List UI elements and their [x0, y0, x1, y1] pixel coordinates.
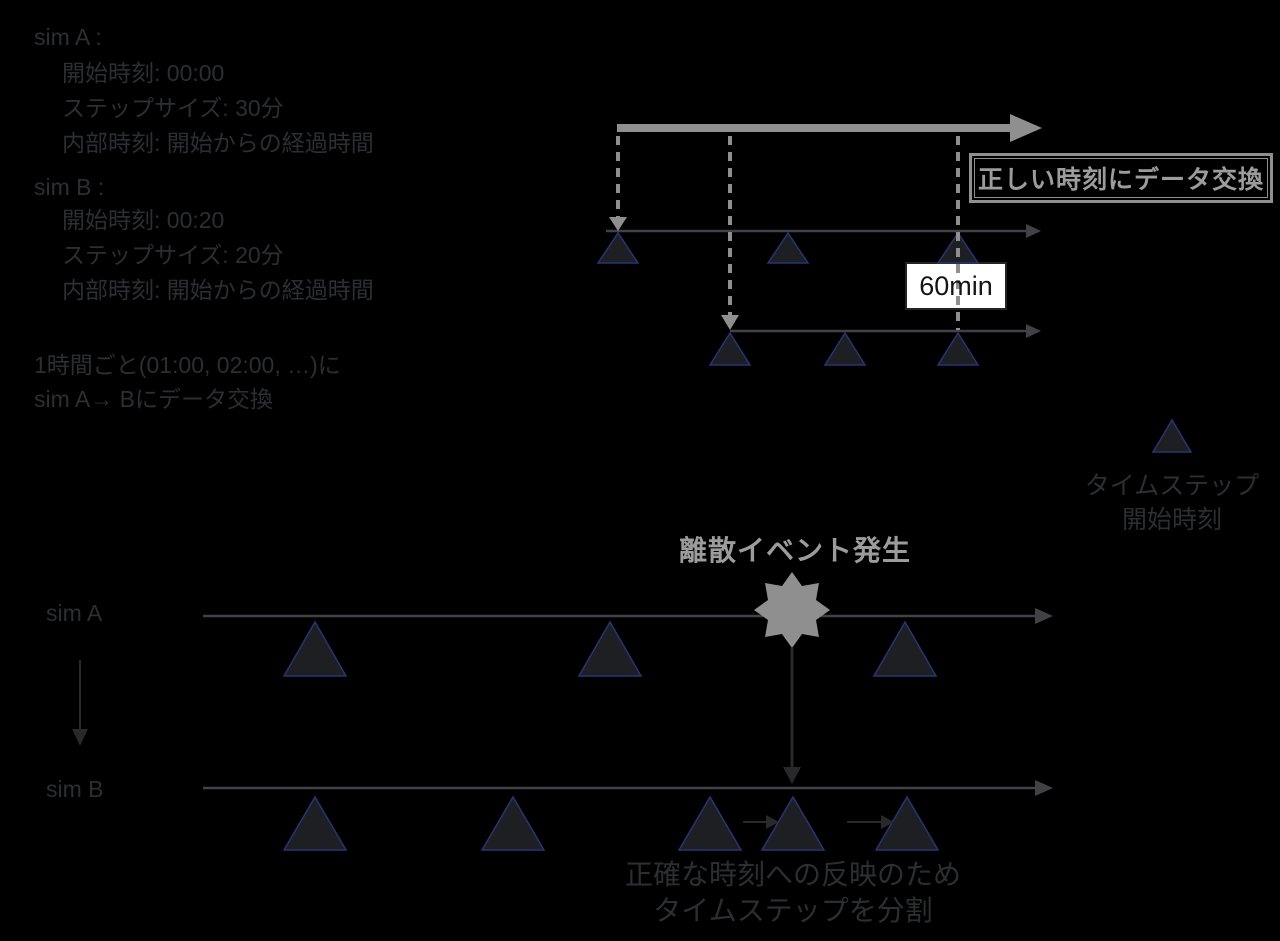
timestep-marker-icon — [874, 795, 940, 851]
timestep-marker-icon — [677, 795, 743, 851]
timestep-marker-icon — [282, 795, 348, 851]
discrete-event-burst-icon — [754, 572, 830, 648]
split-note-line2: タイムステップを分割 — [653, 895, 933, 926]
sim-b-info-line: 開始時刻: 00:20 — [62, 207, 225, 233]
sync-arrowhead-icon — [609, 217, 627, 231]
split-step-arrowhead-icon — [766, 815, 779, 829]
event-propagation-arrowhead-icon — [783, 767, 801, 784]
timestep-marker-icon — [596, 231, 640, 264]
sim-a-info-title: sim A : — [34, 24, 102, 50]
top-sim-b-timeline-arrowhead-icon — [1026, 324, 1041, 338]
bottom-sim-b-timeline-arrowhead-icon — [1035, 780, 1053, 796]
sim-a-info-line: 開始時刻: 00:00 — [62, 60, 225, 86]
sim-b-info-line: 内部時刻: 開始からの経過時間 — [62, 277, 374, 303]
interval-label: 60min — [919, 270, 993, 301]
legend-label-line2: 開始時刻 — [1121, 506, 1222, 534]
legend-label-line1: タイムステップ — [1084, 472, 1260, 500]
timestep-marker-icon — [577, 620, 643, 677]
legend-timestep-marker-icon — [1151, 418, 1193, 453]
master-time-arrowhead-icon — [1010, 114, 1042, 142]
sim-b-info-title: sim B : — [34, 174, 105, 200]
timestep-marker-icon — [872, 620, 938, 677]
sim-a-to-b-arrowhead-icon — [72, 729, 88, 746]
sim-a-info-line: ステップサイズ: 30分 — [62, 95, 284, 121]
bottom-sim-a-label: sim A — [46, 600, 103, 626]
timestep-marker-icon — [766, 231, 810, 264]
timestep-marker-icon — [936, 231, 980, 264]
timestep-marker-icon — [823, 331, 867, 366]
exchange-note-line2: sim A→ Bにデータ交換 — [34, 386, 273, 412]
sync-arrowhead-icon — [721, 315, 739, 330]
timestep-marker-icon — [708, 331, 752, 366]
bottom-sim-b-label: sim B — [46, 776, 104, 802]
timestep-marker-icon — [480, 795, 546, 851]
correct-time-exchange-callout: 正しい時刻にデータ交換 — [969, 153, 1273, 203]
discrete-event-label: 離散イベント発生 — [678, 535, 911, 566]
timestep-marker-icon — [936, 331, 980, 366]
timestep-marker-icon — [282, 620, 348, 677]
correct-time-exchange-label: 正しい時刻にデータ交換 — [977, 166, 1264, 194]
split-step-arrowhead-icon — [881, 815, 894, 829]
timestep-marker-icon — [760, 795, 826, 851]
split-note-line1: 正確な時刻への反映のため — [624, 859, 961, 890]
sim-b-info-line: ステップサイズ: 20分 — [62, 242, 284, 268]
exchange-note-line1: 1時間ごと(01:00, 02:00, …)に — [34, 352, 341, 378]
sim-a-info-line: 内部時刻: 開始からの経過時間 — [62, 130, 374, 156]
bottom-sim-a-timeline-arrowhead-icon — [1035, 608, 1053, 624]
top-sim-a-timeline-arrowhead-icon — [1026, 224, 1041, 238]
